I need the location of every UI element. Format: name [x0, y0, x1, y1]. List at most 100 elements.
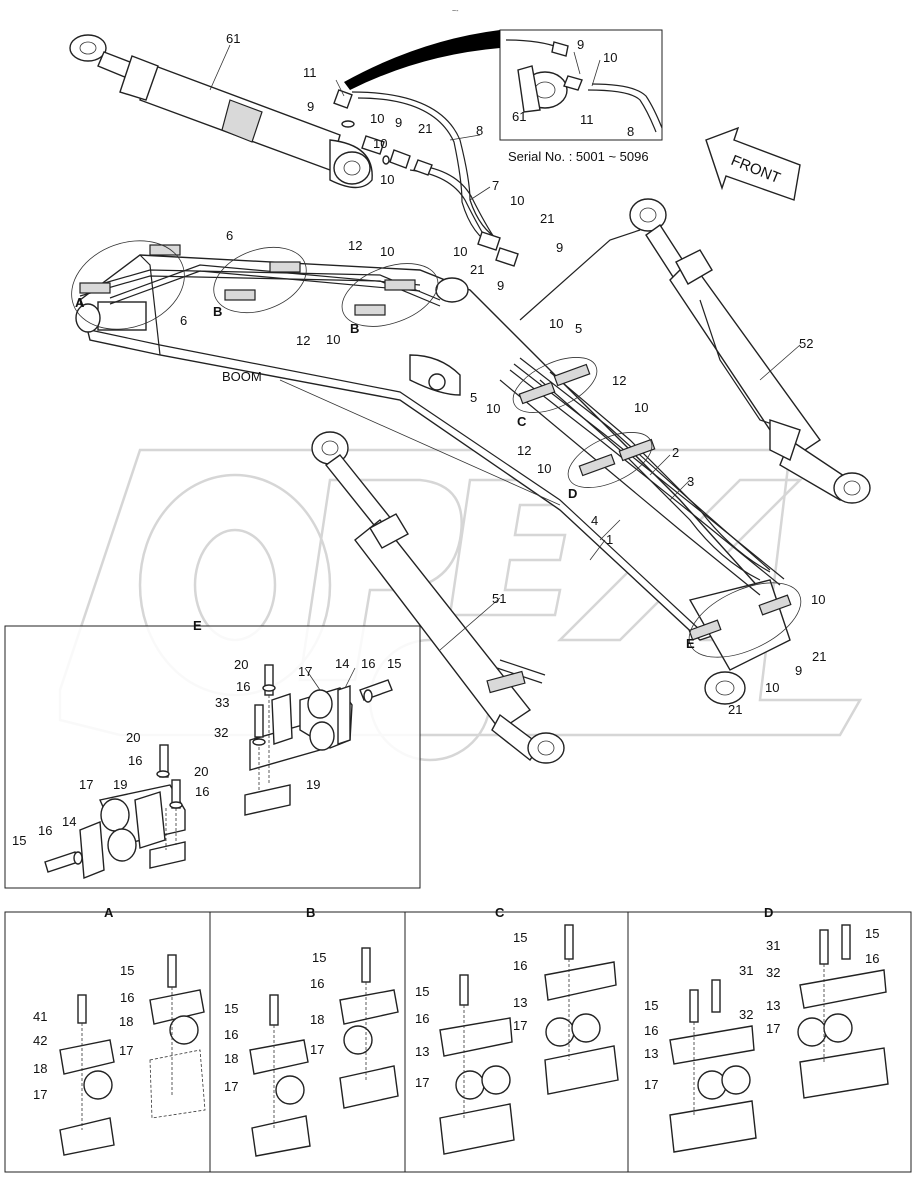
callout-15: 15	[120, 963, 134, 978]
callout-21: 21	[728, 702, 742, 717]
bucket-cylinder	[629, 198, 871, 504]
callout-18: 18	[310, 1012, 324, 1027]
callout-17: 17	[513, 1018, 527, 1033]
callout-16: 16	[128, 753, 142, 768]
callout-17: 17	[119, 1043, 133, 1058]
callout-15: 15	[12, 833, 26, 848]
callout-15: 15	[387, 656, 401, 671]
callout-61: 61	[512, 109, 526, 124]
callout-16: 16	[195, 784, 209, 799]
callout-12: 12	[296, 333, 310, 348]
callout-15: 15	[865, 926, 879, 941]
callout-13: 13	[644, 1046, 658, 1061]
top-fittings	[333, 79, 433, 176]
boom-clamps	[79, 244, 792, 641]
callout-2: 2	[672, 445, 679, 460]
callout-32: 32	[214, 725, 228, 740]
callout-21: 21	[540, 211, 554, 226]
callout-42: 42	[33, 1033, 47, 1048]
arm-cylinder	[69, 34, 373, 189]
label-d: D	[568, 486, 577, 501]
label-c: C	[517, 414, 527, 429]
callout-10: 10	[811, 592, 825, 607]
callout-10: 10	[486, 401, 500, 416]
callout-20: 20	[126, 730, 140, 745]
callout-5: 5	[575, 321, 582, 336]
callout-21: 21	[812, 649, 826, 664]
callout-17: 17	[644, 1077, 658, 1092]
detail-rings	[71, 229, 802, 658]
callout-16: 16	[236, 679, 250, 694]
detail-c-title: C	[495, 905, 505, 920]
callout-5: 5	[470, 390, 477, 405]
label-e: E	[686, 636, 695, 651]
callout-15: 15	[224, 1001, 238, 1016]
callout-14: 14	[62, 814, 76, 829]
callout-20: 20	[234, 657, 248, 672]
detail-box-e: E	[4, 618, 421, 889]
callout-16: 16	[644, 1023, 658, 1038]
detail-d-title: D	[764, 905, 773, 920]
callout-16: 16	[38, 823, 52, 838]
callouts-main: 61 11 9 10 9 21 8 10 10 7 10 21 9 10 21 …	[75, 31, 826, 717]
callout-13: 13	[766, 998, 780, 1013]
callout-19: 19	[306, 777, 320, 792]
callout-10: 10	[549, 316, 563, 331]
callout-16: 16	[224, 1027, 238, 1042]
front-arrow: FRONT	[705, 126, 801, 201]
callout-12: 12	[348, 238, 362, 253]
callout-17: 17	[766, 1021, 780, 1036]
callout-9: 9	[497, 278, 504, 293]
serial-inset: Serial No. : 5001 ~ 5096	[344, 29, 663, 164]
callout-11: 11	[303, 65, 317, 80]
callout-13: 13	[513, 995, 527, 1010]
callout-6: 6	[226, 228, 233, 243]
detail-b-title: B	[306, 905, 315, 920]
top-mark: ~-	[452, 8, 459, 15]
callout-14: 14	[335, 656, 349, 671]
callout-9: 9	[556, 240, 563, 255]
callout-17: 17	[224, 1079, 238, 1094]
callout-10: 10	[380, 244, 394, 259]
label-b: B	[350, 321, 359, 336]
callout-10: 10	[380, 172, 394, 187]
callout-9: 9	[795, 663, 802, 678]
boom-cylinder	[311, 431, 565, 764]
callout-15: 15	[312, 950, 326, 965]
callout-16: 16	[415, 1011, 429, 1026]
callout-3: 3	[687, 474, 694, 489]
callout-19: 19	[113, 777, 127, 792]
callouts-inset: 9 10 61 11 8	[512, 37, 634, 139]
callout-32: 32	[766, 965, 780, 980]
callout-18: 18	[224, 1051, 238, 1066]
boom: BOOM	[75, 254, 791, 705]
callout-10: 10	[453, 244, 467, 259]
callout-9: 9	[577, 37, 584, 52]
callout-17: 17	[310, 1042, 324, 1057]
callout-10: 10	[765, 680, 779, 695]
callout-33: 33	[215, 695, 229, 710]
callout-10: 10	[326, 332, 340, 347]
callout-7: 7	[492, 178, 499, 193]
callout-16: 16	[310, 976, 324, 991]
callouts-e: 20 17 14 16 15 16 33 32 20 16 20 19 17 1…	[12, 656, 401, 848]
callouts-a: 15 16 18 17 41 42 18 17	[33, 963, 134, 1102]
callout-12: 12	[612, 373, 626, 388]
callout-10: 10	[634, 400, 648, 415]
callout-16: 16	[865, 951, 879, 966]
callout-6: 6	[180, 313, 187, 328]
callout-18: 18	[33, 1061, 47, 1076]
callout-17: 17	[415, 1075, 429, 1090]
leader-lines	[209, 44, 801, 691]
callouts-d: 31 15 32 16 13 17 15 31 16 32 13 17	[644, 926, 879, 1092]
callout-1: 1	[606, 532, 613, 547]
callout-10: 10	[373, 136, 387, 151]
callout-52: 52	[799, 336, 813, 351]
callout-17: 17	[33, 1087, 47, 1102]
callouts-c: 15 16 13 17 15 16 13 17	[415, 930, 527, 1090]
detail-e-title: E	[193, 618, 202, 633]
hoses-7-8	[351, 91, 519, 267]
callout-9: 9	[395, 115, 402, 130]
callout-16: 16	[513, 958, 527, 973]
label-a: A	[75, 295, 85, 310]
